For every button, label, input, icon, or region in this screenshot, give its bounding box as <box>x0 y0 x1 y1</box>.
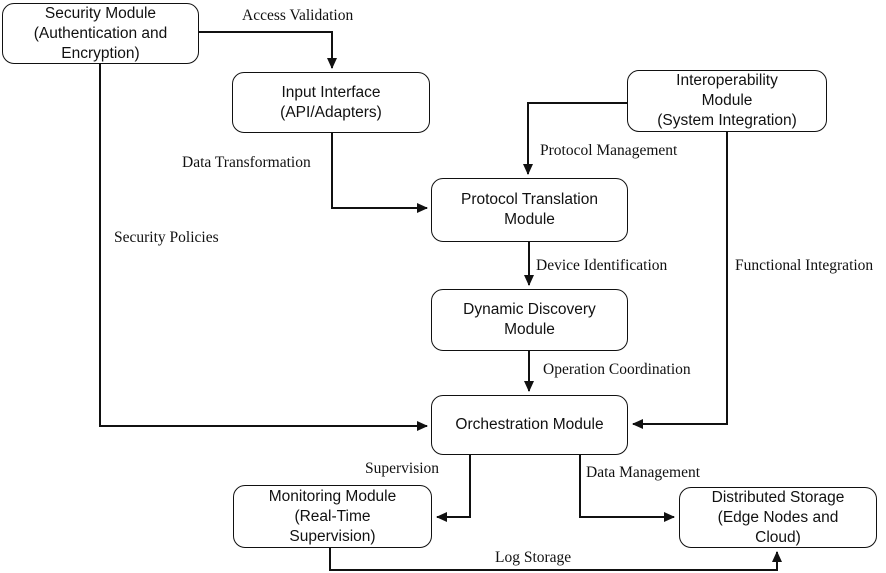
edge-label-data-management: Data Management <box>586 464 701 481</box>
node-input-interface: Input Interface (API/Adapters) <box>232 72 430 133</box>
edge-label-access-validation: Access Validation <box>242 7 354 24</box>
edge-functional-integration <box>632 132 728 429</box>
edge-protocol-management <box>523 102 627 175</box>
edge-security-policies <box>99 64 428 431</box>
edge-label-supervision: Supervision <box>365 460 440 477</box>
edge-log-storage <box>329 548 782 571</box>
edge-label-log-storage: Log Storage <box>495 549 572 566</box>
edge-label-protocol-management: Protocol Management <box>540 142 678 159</box>
node-protocol-translation-module: Protocol Translation Module <box>431 178 628 242</box>
node-interoperability-module: Interoperability Module (System Integrat… <box>627 70 827 132</box>
edge-label-security-policies: Security Policies <box>114 229 219 246</box>
edge-data-transformation <box>331 133 428 213</box>
edge-label-data-transformation: Data Transformation <box>182 154 311 171</box>
node-monitoring-module: Monitoring Module (Real-Time Supervision… <box>233 485 432 548</box>
node-orchestration-module: Orchestration Module <box>431 395 628 455</box>
node-security-module: Security Module (Authentication and Encr… <box>2 3 199 64</box>
edge-label-functional-integration: Functional Integration <box>735 257 874 274</box>
node-dynamic-discovery-module: Dynamic Discovery Module <box>431 289 628 351</box>
edge-label-device-identification: Device Identification <box>536 257 668 274</box>
edge-data-management <box>579 455 675 522</box>
node-distributed-storage: Distributed Storage (Edge Nodes and Clou… <box>679 487 877 548</box>
edge-supervision <box>436 455 471 522</box>
edge-label-operation-coordination: Operation Coordination <box>543 361 691 378</box>
edge-access-validation <box>199 31 337 69</box>
